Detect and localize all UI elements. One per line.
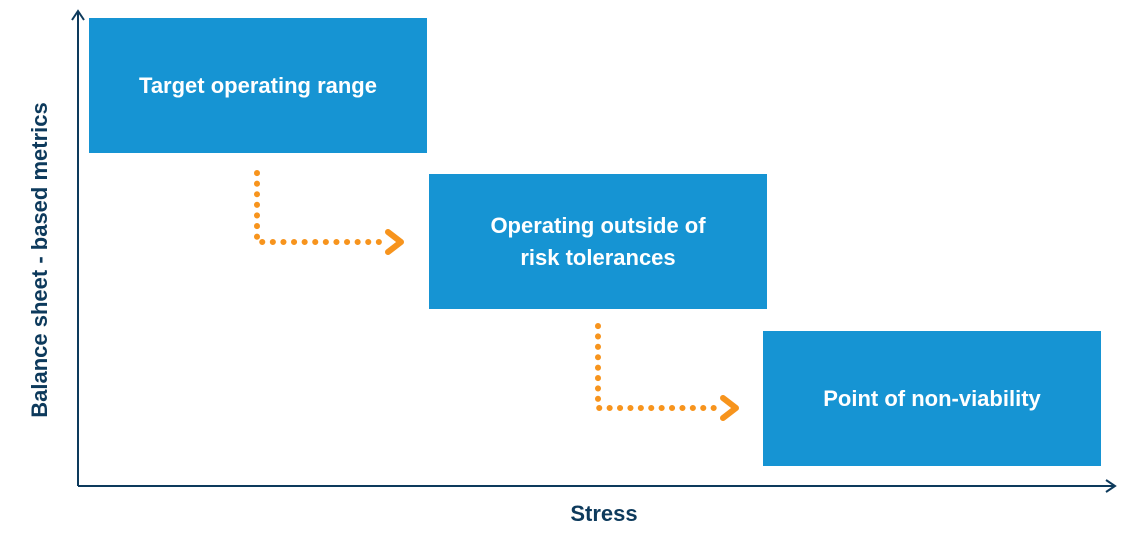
stage-box-point-of-non-viability: Point of non-viability: [763, 331, 1101, 466]
connector-1-dotted-path: [254, 170, 387, 245]
stage-box-target-operating-range: Target operating range: [89, 18, 427, 153]
stage-box-1-line-1: Target operating range: [139, 72, 377, 98]
y-axis-label: Balance sheet - based metrics: [27, 102, 52, 418]
x-axis-label: Stress: [570, 501, 638, 526]
stage-box-2-line-1: Operating outside of: [490, 212, 706, 238]
stage-box-3-line-1: Point of non-viability: [823, 385, 1041, 411]
connector-2-chevron-right-icon: [720, 395, 739, 421]
connector-2: [595, 323, 739, 421]
connector-1: [254, 170, 404, 255]
x-axis-arrow-icon: [1105, 479, 1117, 493]
stage-box-2-line-2: risk tolerances: [520, 244, 676, 270]
connector-1-chevron-right-icon: [385, 229, 404, 255]
connector-2-dotted-path: [595, 323, 723, 411]
y-axis-arrow-icon: [71, 9, 85, 21]
stage-box-operating-outside-risk-tolerances: Operating outside of risk tolerances: [429, 174, 767, 309]
